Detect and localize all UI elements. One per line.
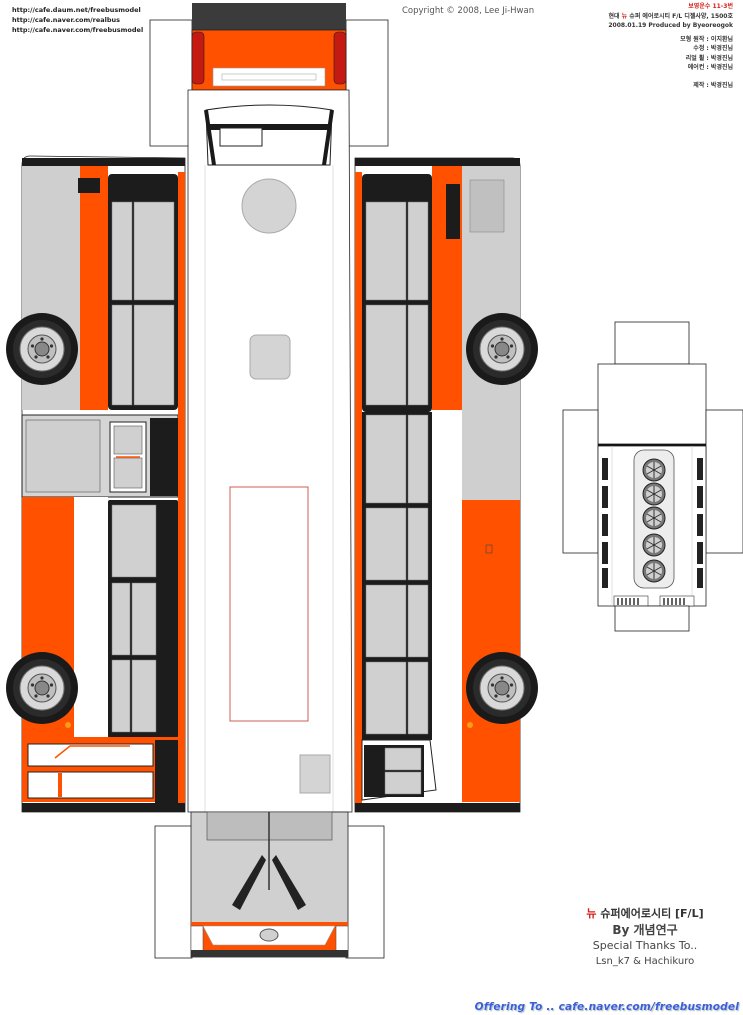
- copyright-text: Copyright © 2008, Lee Ji-Hwan: [402, 6, 535, 16]
- credit-edit: 수정 : 박경진님: [693, 45, 733, 52]
- credits-title-name: 슈퍼에어로시티 [F/L]: [600, 907, 704, 920]
- roof-panel: [187, 89, 353, 813]
- offering-link[interactable]: Offering To .. cafe.naver.com/freebusmod…: [474, 1001, 739, 1013]
- left-side: [5, 155, 186, 813]
- front-face: [190, 811, 349, 958]
- credits-title: 뉴 슈퍼에어로시티 [F/L]: [560, 906, 730, 922]
- right-side: [354, 157, 539, 813]
- credits-thanks: Special Thanks To..: [592, 939, 698, 952]
- credits-block: 뉴 슈퍼에어로시티 [F/L] By 개념연구 Special Thanks T…: [560, 906, 730, 970]
- link-daum[interactable]: http://cafe.daum.net/freebusmodel: [12, 6, 141, 14]
- rear-face: [191, 3, 347, 91]
- glue-flaps: [149, 19, 389, 959]
- credits-by: By 개념연구: [612, 923, 678, 937]
- website-links: http://cafe.daum.net/freebusmodel http:/…: [12, 5, 143, 35]
- credit-aircon: 에어컨 : 박경진님: [687, 64, 733, 71]
- model-name: 슈퍼 에어로시티 F/L 디젤사양, 1500호: [629, 12, 733, 20]
- credits-names: Lsn_k7 & Hachikuro: [595, 956, 695, 967]
- model-title: 현대 뉴 슈퍼 에어로시티 F/L 디젤사양, 1500호: [608, 12, 733, 22]
- link-freebusmodel[interactable]: http://cafe.naver.com/freebusmodel: [12, 26, 144, 34]
- link-realbus[interactable]: http://cafe.naver.com/realbus: [12, 16, 121, 24]
- model-maker: 현대: [608, 12, 620, 20]
- credits-title-new: 뉴: [586, 907, 597, 920]
- credit-made: 제작 : 박경진님: [693, 81, 733, 89]
- route-label: 보영운수 11-3번: [688, 3, 733, 10]
- produced-by: 2008.01.19 Produced by Byeoreogok: [608, 22, 733, 29]
- aircon-unit: [562, 321, 743, 632]
- model-info: 보영운수 11-3번 현대 뉴 슈퍼 에어로시티 F/L 디젤사양, 1500호…: [608, 2, 733, 90]
- credit-model: 모형 원작 : 이지환님: [680, 35, 733, 43]
- model-new: 뉴: [621, 12, 628, 20]
- credit-reel: 리얼 휠 : 박경진님: [685, 54, 733, 62]
